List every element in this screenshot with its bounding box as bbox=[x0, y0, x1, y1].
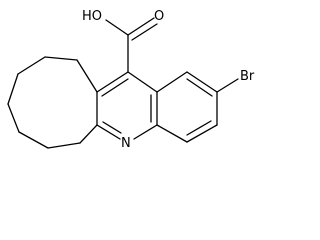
bond-ring8-4 bbox=[7, 73, 19, 105]
bond-ring8-3 bbox=[17, 56, 46, 75]
bond-b2-inner bbox=[186, 78, 213, 97]
atom-label-group: HO O N Br bbox=[82, 9, 255, 151]
carbonyl-oxygen-label: O bbox=[154, 9, 164, 24]
bond-b4-inner bbox=[186, 120, 212, 136]
bond-c-o-double-inner bbox=[131, 23, 158, 41]
bond-c-br bbox=[216, 78, 239, 93]
bromine-label: Br bbox=[240, 69, 255, 84]
bond-ring8-8 bbox=[79, 124, 98, 144]
bond-n-c13-inner bbox=[102, 121, 122, 134]
bond-ring8-1 bbox=[76, 59, 98, 93]
bond-b4 bbox=[186, 124, 218, 143]
bond-c10-c11 bbox=[127, 71, 158, 93]
bond-b5 bbox=[156, 124, 188, 143]
bond-b1 bbox=[156, 71, 188, 93]
bond-n-c13 bbox=[96, 124, 121, 140]
structure-canvas: HO O N Br bbox=[7, 9, 255, 151]
bond-c9-c10 bbox=[96, 71, 129, 93]
hydroxyl-label: HO bbox=[82, 9, 102, 24]
bond-c-oh bbox=[105, 19, 129, 36]
bond-ring8-7 bbox=[47, 142, 81, 149]
bond-c9-c10-inner bbox=[101, 78, 129, 97]
bond-b2 bbox=[186, 71, 218, 93]
nitrogen-label: N bbox=[121, 136, 131, 151]
bond-c-o-double bbox=[127, 17, 155, 36]
bond-group bbox=[7, 17, 239, 149]
bond-c12-n bbox=[133, 124, 158, 140]
bond-ring8-5 bbox=[7, 103, 20, 133]
bond-ring8-6 bbox=[18, 131, 49, 149]
molecule-diagram: HO O N Br bbox=[7, 9, 255, 151]
bond-ring8-2 bbox=[44, 56, 78, 61]
